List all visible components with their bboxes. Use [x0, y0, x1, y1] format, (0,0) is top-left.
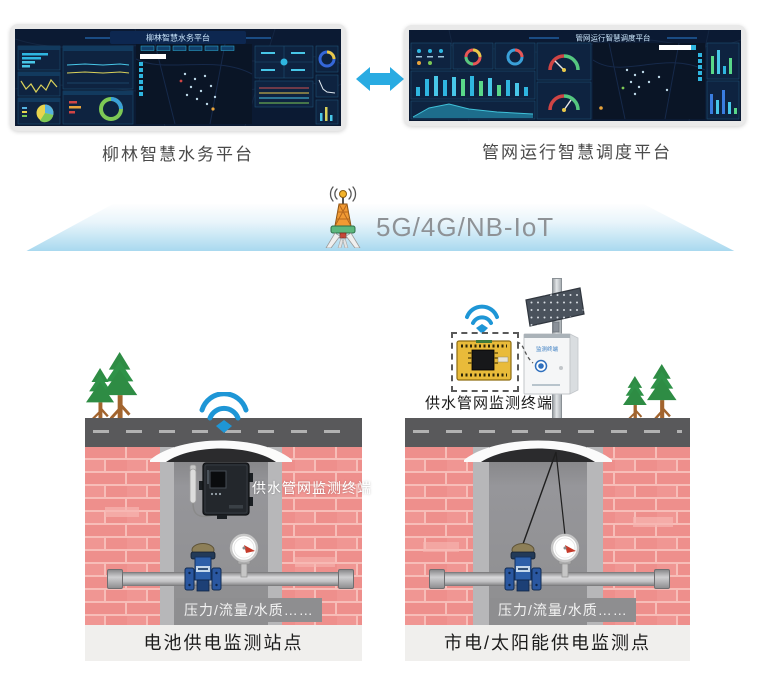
- left-dashboard-screenshot: 柳林智慧水务平台: [10, 24, 346, 131]
- panel-donut-chart: [62, 90, 134, 125]
- left-dashboard-title: 柳林智慧水务平台: [146, 33, 210, 43]
- right-terminal-label: 供水管网监测终端: [425, 395, 554, 412]
- panel-stats-grid: [254, 45, 314, 79]
- dashboard-map: [592, 42, 706, 120]
- panel-line-chart: [17, 71, 61, 97]
- left-water-meter: [184, 543, 222, 592]
- panel-bars-bottom-right: [706, 80, 740, 120]
- left-manhole-arch: [150, 440, 292, 462]
- network-band: [26, 204, 735, 251]
- right-pipe-cap-left: [429, 569, 445, 589]
- dashboard-map: [135, 43, 253, 125]
- panel-bar-chart: [17, 45, 61, 71]
- cabinet-label: 监测终端: [536, 345, 559, 353]
- right-dashboard-title: 管网运行智慧调度平台: [576, 33, 651, 43]
- left-metrics-label: 压力/流量/水质……: [176, 598, 322, 622]
- panel-area-chart: [410, 100, 536, 120]
- left-pressure-gauge: [229, 533, 259, 578]
- panel-pie-chart: [17, 97, 61, 125]
- data-logger-device: [189, 462, 253, 519]
- panel-trend-lines: [62, 45, 134, 90]
- network-band-label: 5G/4G/NB-IoT: [376, 212, 555, 242]
- right-metrics-label: 压力/流量/水质……: [490, 598, 636, 622]
- left-pipe-cap-right: [338, 569, 354, 589]
- right-manhole-arch: [464, 440, 612, 462]
- panel-multiline: [254, 80, 314, 108]
- panel-speedometer-bottom: [536, 81, 592, 120]
- right-pipe-cap-right: [654, 569, 670, 589]
- right-dashboard-graphic: 管网运行智慧调度平台: [409, 30, 741, 121]
- left-wifi-signal-icon: [199, 392, 249, 433]
- dashboard-title-ribbon: [110, 31, 246, 44]
- panel-vertical-bars: [410, 70, 536, 100]
- panel-gauge-ring: [315, 45, 339, 125]
- dashed-connector: [516, 341, 534, 364]
- sync-arrow-icon: [356, 67, 404, 91]
- sensor-cables: [522, 451, 566, 545]
- pcb-terminal-device: [456, 340, 512, 381]
- right-dashboard-caption: 管网运行智慧调度平台: [482, 143, 672, 162]
- left-terminal-label: 供水管网监测终端: [252, 480, 372, 496]
- right-road-markings: [413, 430, 682, 433]
- panel-bars-top-right: [706, 42, 740, 80]
- right-pressure-gauge: [550, 533, 580, 578]
- left-dashboard-graphic: 柳林智慧水务平台: [15, 29, 341, 126]
- left-dashboard-caption: 柳林智慧水务平台: [102, 145, 254, 164]
- left-station-caption: 电池供电监测站点: [85, 625, 362, 661]
- right-dashboard-screenshot: 管网运行智慧调度平台: [404, 25, 746, 126]
- panel-donut-blue: [494, 42, 536, 70]
- right-pine-trees: [623, 364, 677, 426]
- right-water-meter: [504, 543, 542, 592]
- panel-icon-stats: [410, 42, 452, 70]
- cell-tower-icon: [325, 186, 361, 248]
- left-pine-trees: [86, 352, 138, 427]
- right-wifi-signal-icon: [465, 304, 499, 334]
- panel-donut-multicolor: [452, 42, 494, 70]
- left-pipe-cap-left: [107, 569, 123, 589]
- monitoring-cabinet: 监测终端: [523, 333, 579, 395]
- right-station-caption: 市电/太阳能供电监测点: [405, 625, 690, 661]
- solar-panel: [525, 287, 585, 333]
- panel-speedometer-top: [536, 42, 592, 81]
